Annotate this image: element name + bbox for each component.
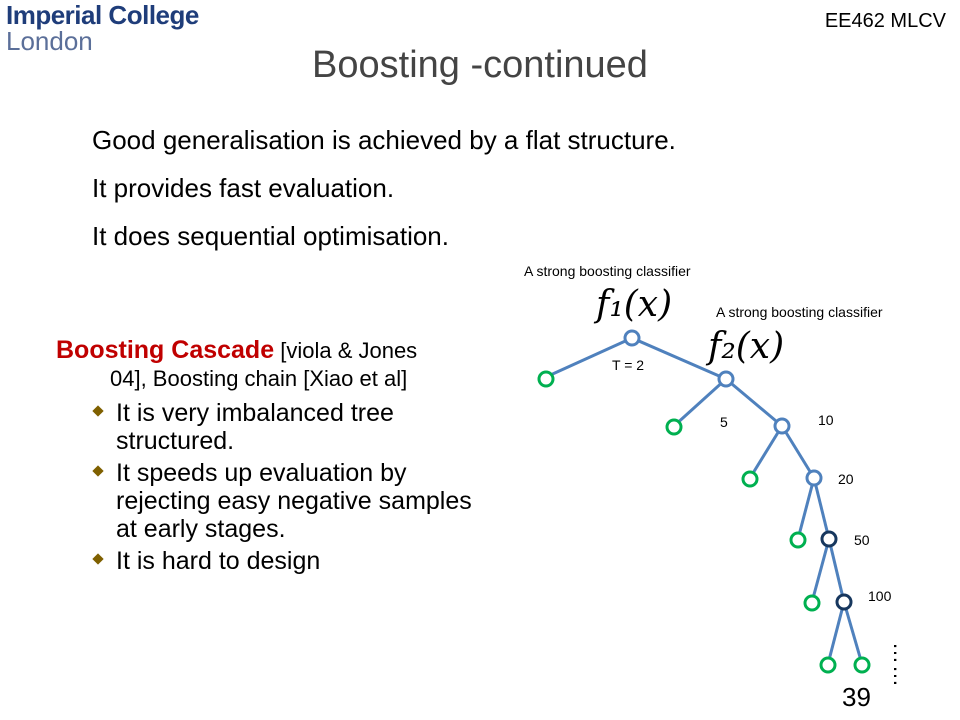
- internal-node: [805, 469, 823, 487]
- cascade-heading: Boosting Cascade [viola & Jones 04], Boo…: [56, 336, 496, 393]
- edge: [545, 336, 633, 379]
- edge: [631, 336, 727, 381]
- leaf-node: [537, 370, 555, 388]
- edge: [725, 377, 783, 428]
- list-item: It speeds up evaluation by rejecting eas…: [92, 459, 496, 543]
- list-item: It is very imbalanced tree structured.: [92, 399, 496, 455]
- formula-f2: f₂(x): [708, 326, 785, 367]
- slide-title: Boosting -continued: [312, 44, 648, 86]
- cascade-ref2: 04], Boosting chain [Xiao et al]: [110, 366, 408, 391]
- edge: [796, 477, 816, 540]
- t-label: T = 2: [612, 357, 645, 373]
- internal-node: [717, 370, 735, 388]
- leaf-node: [741, 470, 759, 488]
- label-f1: A strong boosting classifier: [524, 263, 691, 279]
- leaf-node: [853, 656, 871, 674]
- leaf-node: [803, 594, 821, 612]
- internal-node: [773, 417, 791, 435]
- course-code: EE462 MLCV: [824, 10, 946, 32]
- edge: [812, 477, 831, 540]
- tree-edges: [545, 336, 864, 665]
- t-label: 20: [838, 471, 854, 487]
- list-item: It is hard to design: [92, 547, 496, 575]
- edge: [827, 538, 846, 603]
- edge: [780, 425, 816, 479]
- t-label: 50: [854, 532, 870, 548]
- edge: [810, 538, 831, 603]
- intro-line: It provides fast evaluation.: [92, 173, 395, 203]
- internal-node: [820, 530, 838, 548]
- internal-node: [623, 329, 641, 347]
- cascade-ref1: [viola & Jones: [274, 338, 418, 363]
- logo-line1: Imperial College: [6, 0, 199, 30]
- page-number: 39: [842, 682, 871, 712]
- label-f2: A strong boosting classifier: [716, 304, 883, 320]
- intro-list: Good generalisation is achieved by a fla…: [92, 122, 676, 266]
- edge: [672, 377, 728, 428]
- edge: [826, 601, 846, 665]
- cascade-section: Boosting Cascade [viola & Jones 04], Boo…: [56, 336, 496, 579]
- leaf-node: [665, 418, 683, 436]
- t-label: 100: [868, 588, 892, 604]
- tree-nodes: [537, 329, 871, 674]
- leaf-node: [819, 656, 837, 674]
- point-text: It is very imbalanced tree structured.: [116, 399, 394, 455]
- edge: [842, 601, 864, 665]
- logo: Imperial College London: [6, 2, 199, 54]
- edge: [748, 425, 784, 479]
- leaf-node: [789, 531, 807, 549]
- t-label: 10: [818, 412, 834, 428]
- point-text: It is hard to design: [116, 547, 321, 575]
- t-label: 5: [720, 414, 728, 430]
- formula-f1: f₁(x): [596, 284, 673, 325]
- cascade-points: It is very imbalanced tree structured. I…: [56, 399, 496, 575]
- point-text: It speeds up evaluation by rejecting eas…: [116, 459, 472, 543]
- internal-node: [835, 593, 853, 611]
- intro-line: Good generalisation is achieved by a fla…: [92, 125, 676, 155]
- cascade-title: Boosting Cascade: [56, 336, 275, 364]
- logo-line2: London: [6, 26, 93, 56]
- intro-line: It does sequential optimisation.: [92, 221, 449, 251]
